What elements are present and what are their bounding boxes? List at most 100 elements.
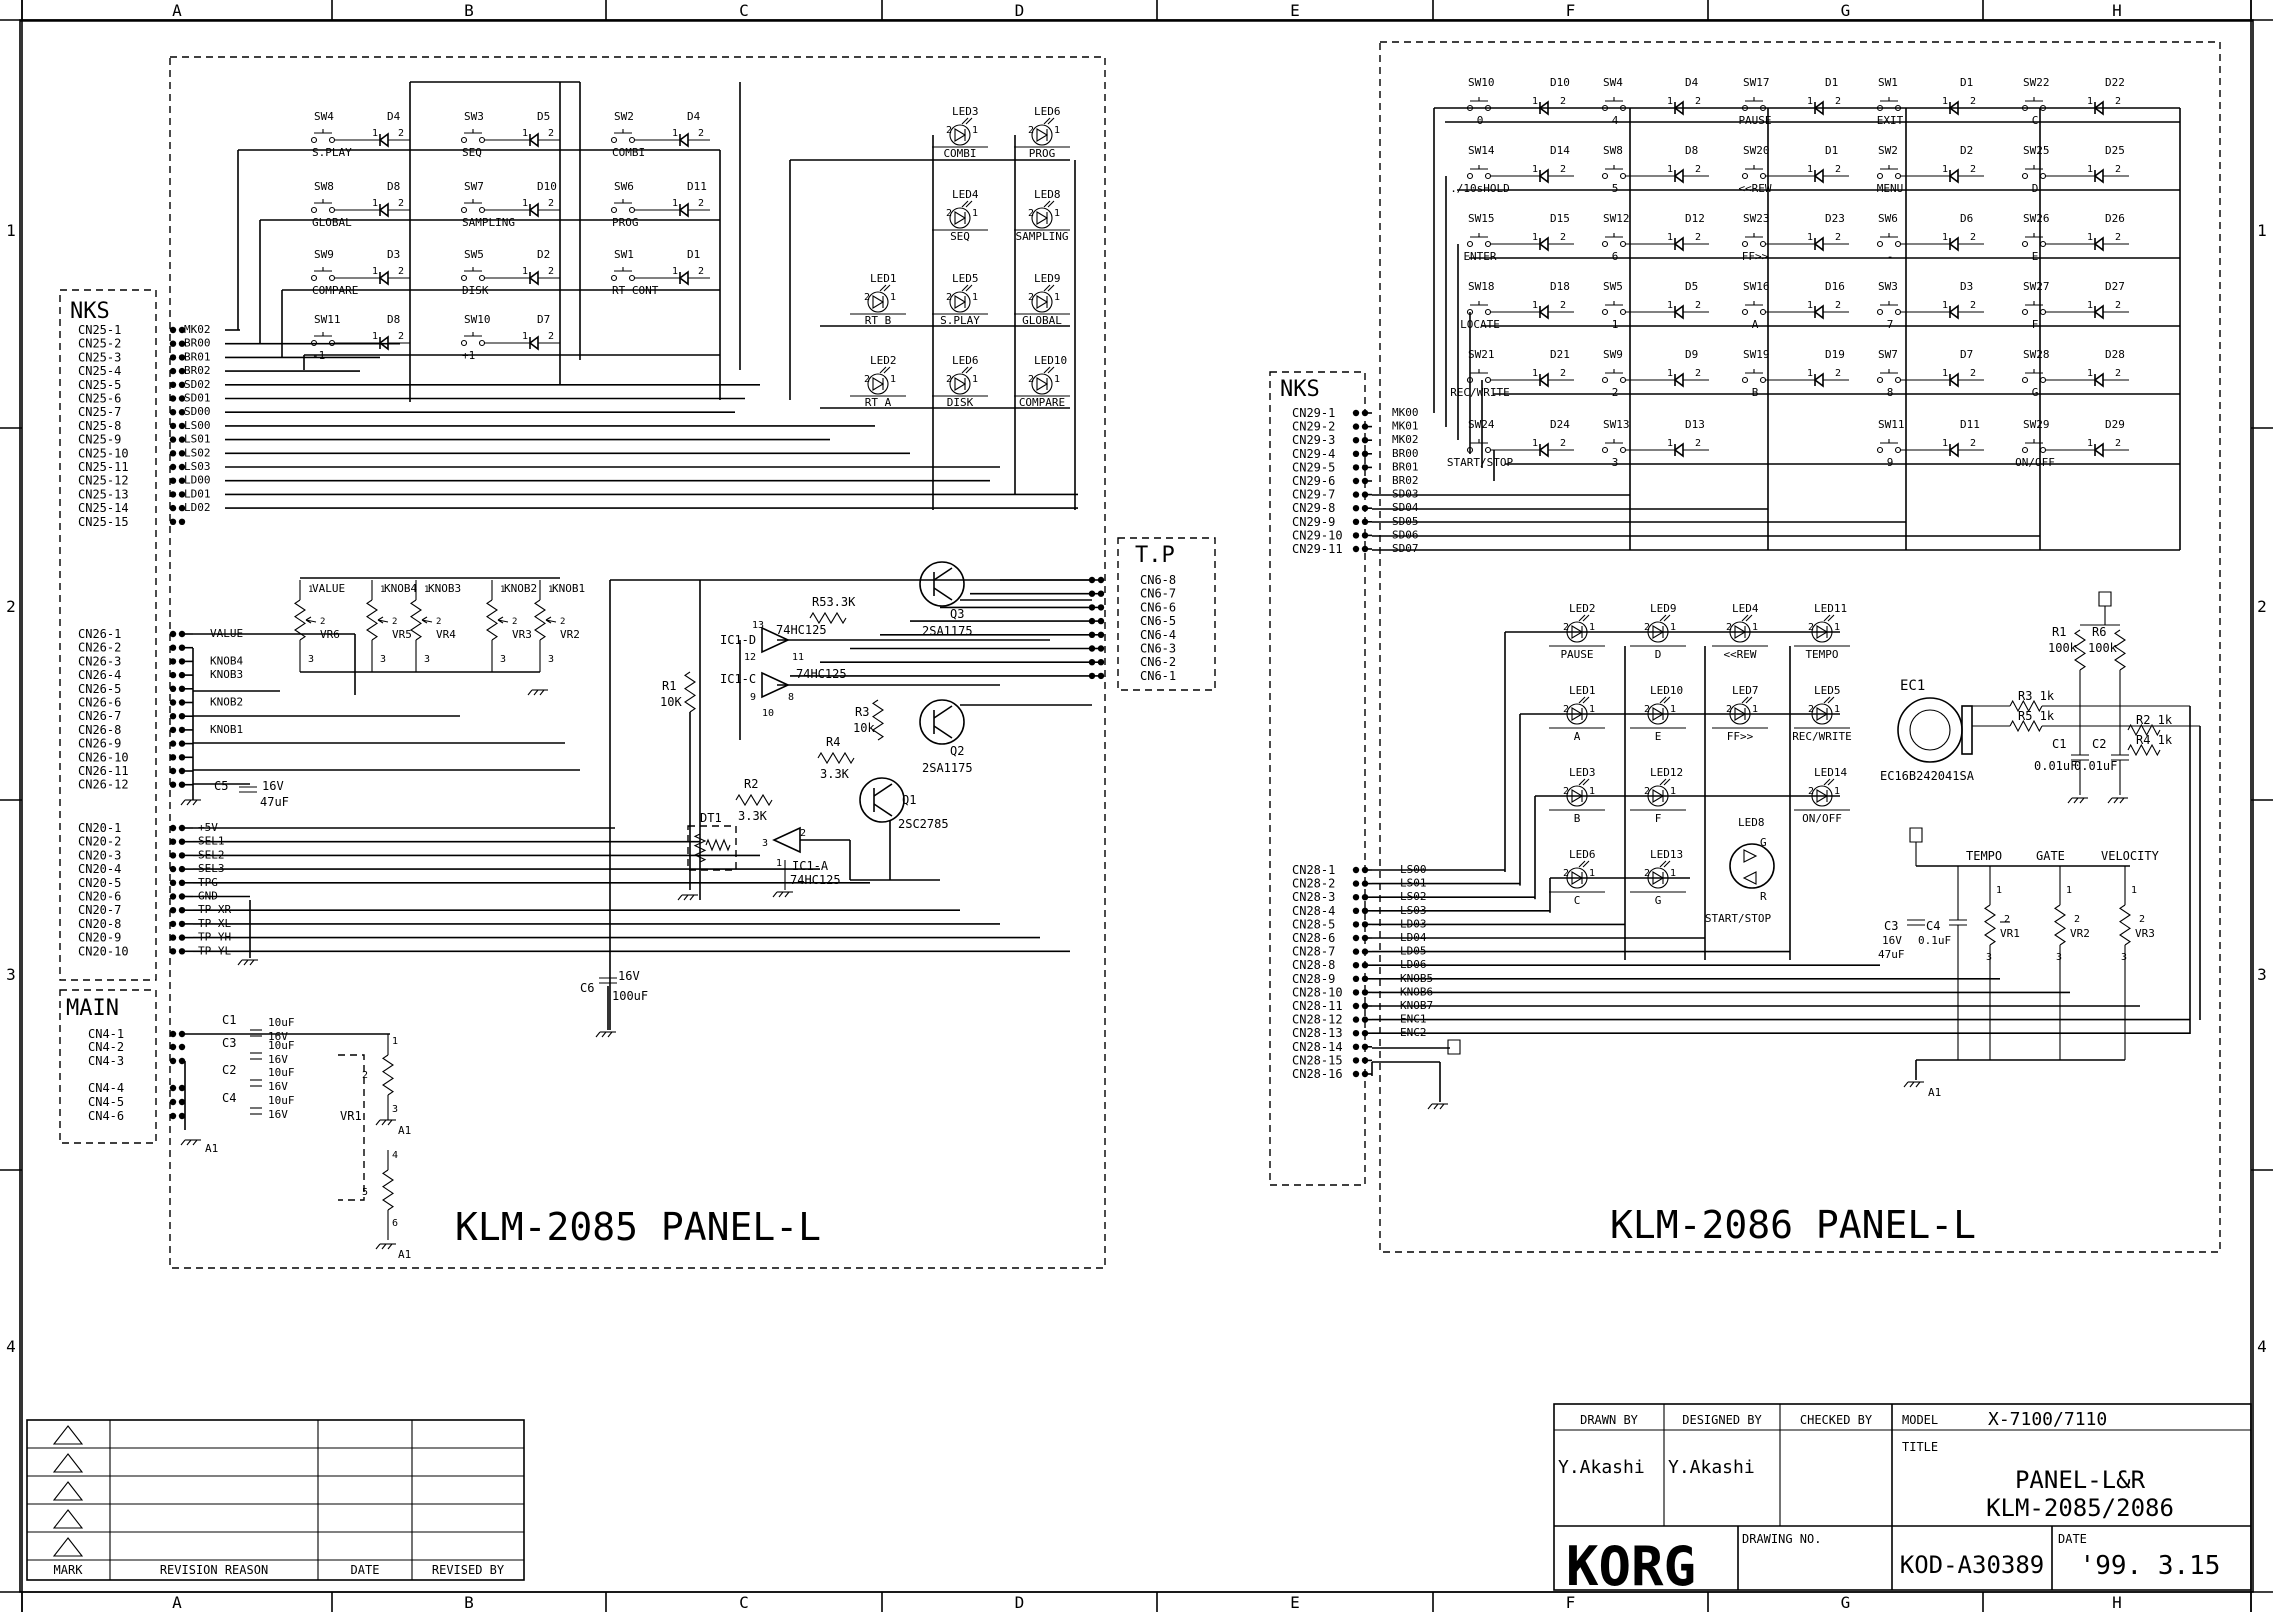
led-name: D [1655, 648, 1662, 661]
drawn-by-name: Y.Akashi [1558, 1457, 1645, 1478]
pot-name: KNOB1 [552, 582, 585, 595]
connector-pin [1352, 518, 1360, 525]
diode-ref: D26 [2105, 212, 2125, 225]
connector-pin-label: CN20-7 [78, 903, 121, 917]
connector-pin [1352, 907, 1360, 914]
switch-contact [1894, 172, 1902, 180]
switch-ref: SW15 [1468, 212, 1495, 225]
zone-row-label: 4 [6, 1337, 16, 1356]
resistor [817, 751, 855, 765]
diode-ref: D28 [2105, 348, 2125, 361]
pin-number: 2 [1808, 622, 1814, 633]
designed-by-label: DESIGNED BY [1682, 1413, 1762, 1427]
connector-pin-label: CN6-4 [1140, 628, 1176, 642]
switch-contact [1894, 446, 1902, 454]
led-diode [872, 295, 885, 309]
title-block [1553, 1403, 2252, 1591]
pin-number: 1 [1589, 622, 1595, 633]
pot-name: KNOB3 [428, 582, 461, 595]
led-rays [1741, 696, 1753, 704]
diode [1673, 236, 1684, 252]
connector-pin [169, 852, 177, 859]
diode [1813, 372, 1824, 388]
connector-pin [169, 1030, 177, 1038]
diode [1538, 236, 1549, 252]
part-ref: EC1 [1900, 678, 1925, 694]
led-name: RT B [865, 314, 892, 327]
switch-contact [478, 136, 486, 144]
pin-number: 3 [2056, 952, 2062, 963]
diode-ref: D21 [1550, 348, 1570, 361]
pin-number: 2 [1563, 786, 1569, 797]
revision-header: REVISED BY [432, 1563, 505, 1577]
part-value: 47uF [260, 795, 289, 809]
switch-name: - [1887, 250, 1894, 263]
pin-number: 1 [672, 128, 678, 139]
part-ref: R2 [744, 777, 758, 791]
pin-number: 3 [500, 654, 506, 665]
pin-number: 1 [548, 585, 553, 595]
connector-pin [169, 865, 177, 873]
connector-pin-label: CN29-1 [1292, 406, 1335, 420]
connector-pin [169, 436, 177, 443]
net-label: BR02 [1392, 474, 1419, 487]
connector-pin [169, 644, 177, 651]
switch-contact [328, 206, 336, 214]
resistor [872, 699, 884, 741]
connector-pin [169, 948, 177, 955]
pin-number: 1 [372, 331, 378, 342]
part-value: 3.3K [820, 767, 850, 781]
led-name: F [1655, 812, 1662, 825]
pot-ref: VR2 [560, 628, 580, 641]
pin-number: 2 [1563, 622, 1569, 633]
diode-ref: D5 [537, 110, 550, 123]
encoder-shaft [1909, 709, 1951, 751]
switch-contact [310, 136, 318, 144]
net-label: LS01 [184, 433, 211, 446]
part-value: 100k [2048, 641, 2078, 655]
led-diode [954, 128, 967, 142]
connector-pin [169, 726, 177, 734]
connector-pin [1352, 545, 1360, 553]
resistor [486, 599, 498, 641]
pin-number: 2 [1835, 300, 1841, 311]
led-name: GLOBAL [1022, 314, 1062, 327]
led-rays [1659, 860, 1671, 868]
switch-contact [460, 274, 468, 282]
led [949, 124, 971, 146]
part-value: 74HC125 [776, 623, 827, 637]
diode-ref: D4 [387, 110, 401, 123]
pin-number: 1 [522, 266, 528, 277]
pin-number: 3 [392, 1104, 398, 1115]
diode-ref: D2 [1960, 144, 1973, 157]
main-label: MAIN [66, 996, 119, 1021]
diode-ref: D7 [1960, 348, 1973, 361]
led-ref: LED5 [952, 272, 979, 285]
encoder-body [1897, 697, 1963, 763]
connector-pin-label: CN29-8 [1292, 501, 1335, 515]
pin-number: 2 [1970, 368, 1976, 379]
pot-name: VALUE [312, 582, 345, 595]
resistor [2009, 719, 2043, 733]
pin-number: 2 [1695, 232, 1701, 243]
pin-number: 1 [2087, 438, 2093, 449]
connector-pin-label: CN25-13 [78, 487, 129, 501]
ground-hatch [533, 689, 539, 696]
led-rays [1659, 696, 1671, 704]
switch-contact [310, 274, 318, 282]
connector-pin-label: CN26-8 [78, 723, 121, 737]
pin-number: 1 [424, 585, 429, 595]
switch-ref: SW4 [1603, 76, 1623, 89]
connector-pin-label: CN4-6 [88, 1109, 124, 1123]
connector-pin [169, 504, 177, 512]
pin-number: 1 [1667, 368, 1673, 379]
switch-contact [1894, 240, 1902, 248]
net-label: MK02 [1392, 433, 1419, 446]
